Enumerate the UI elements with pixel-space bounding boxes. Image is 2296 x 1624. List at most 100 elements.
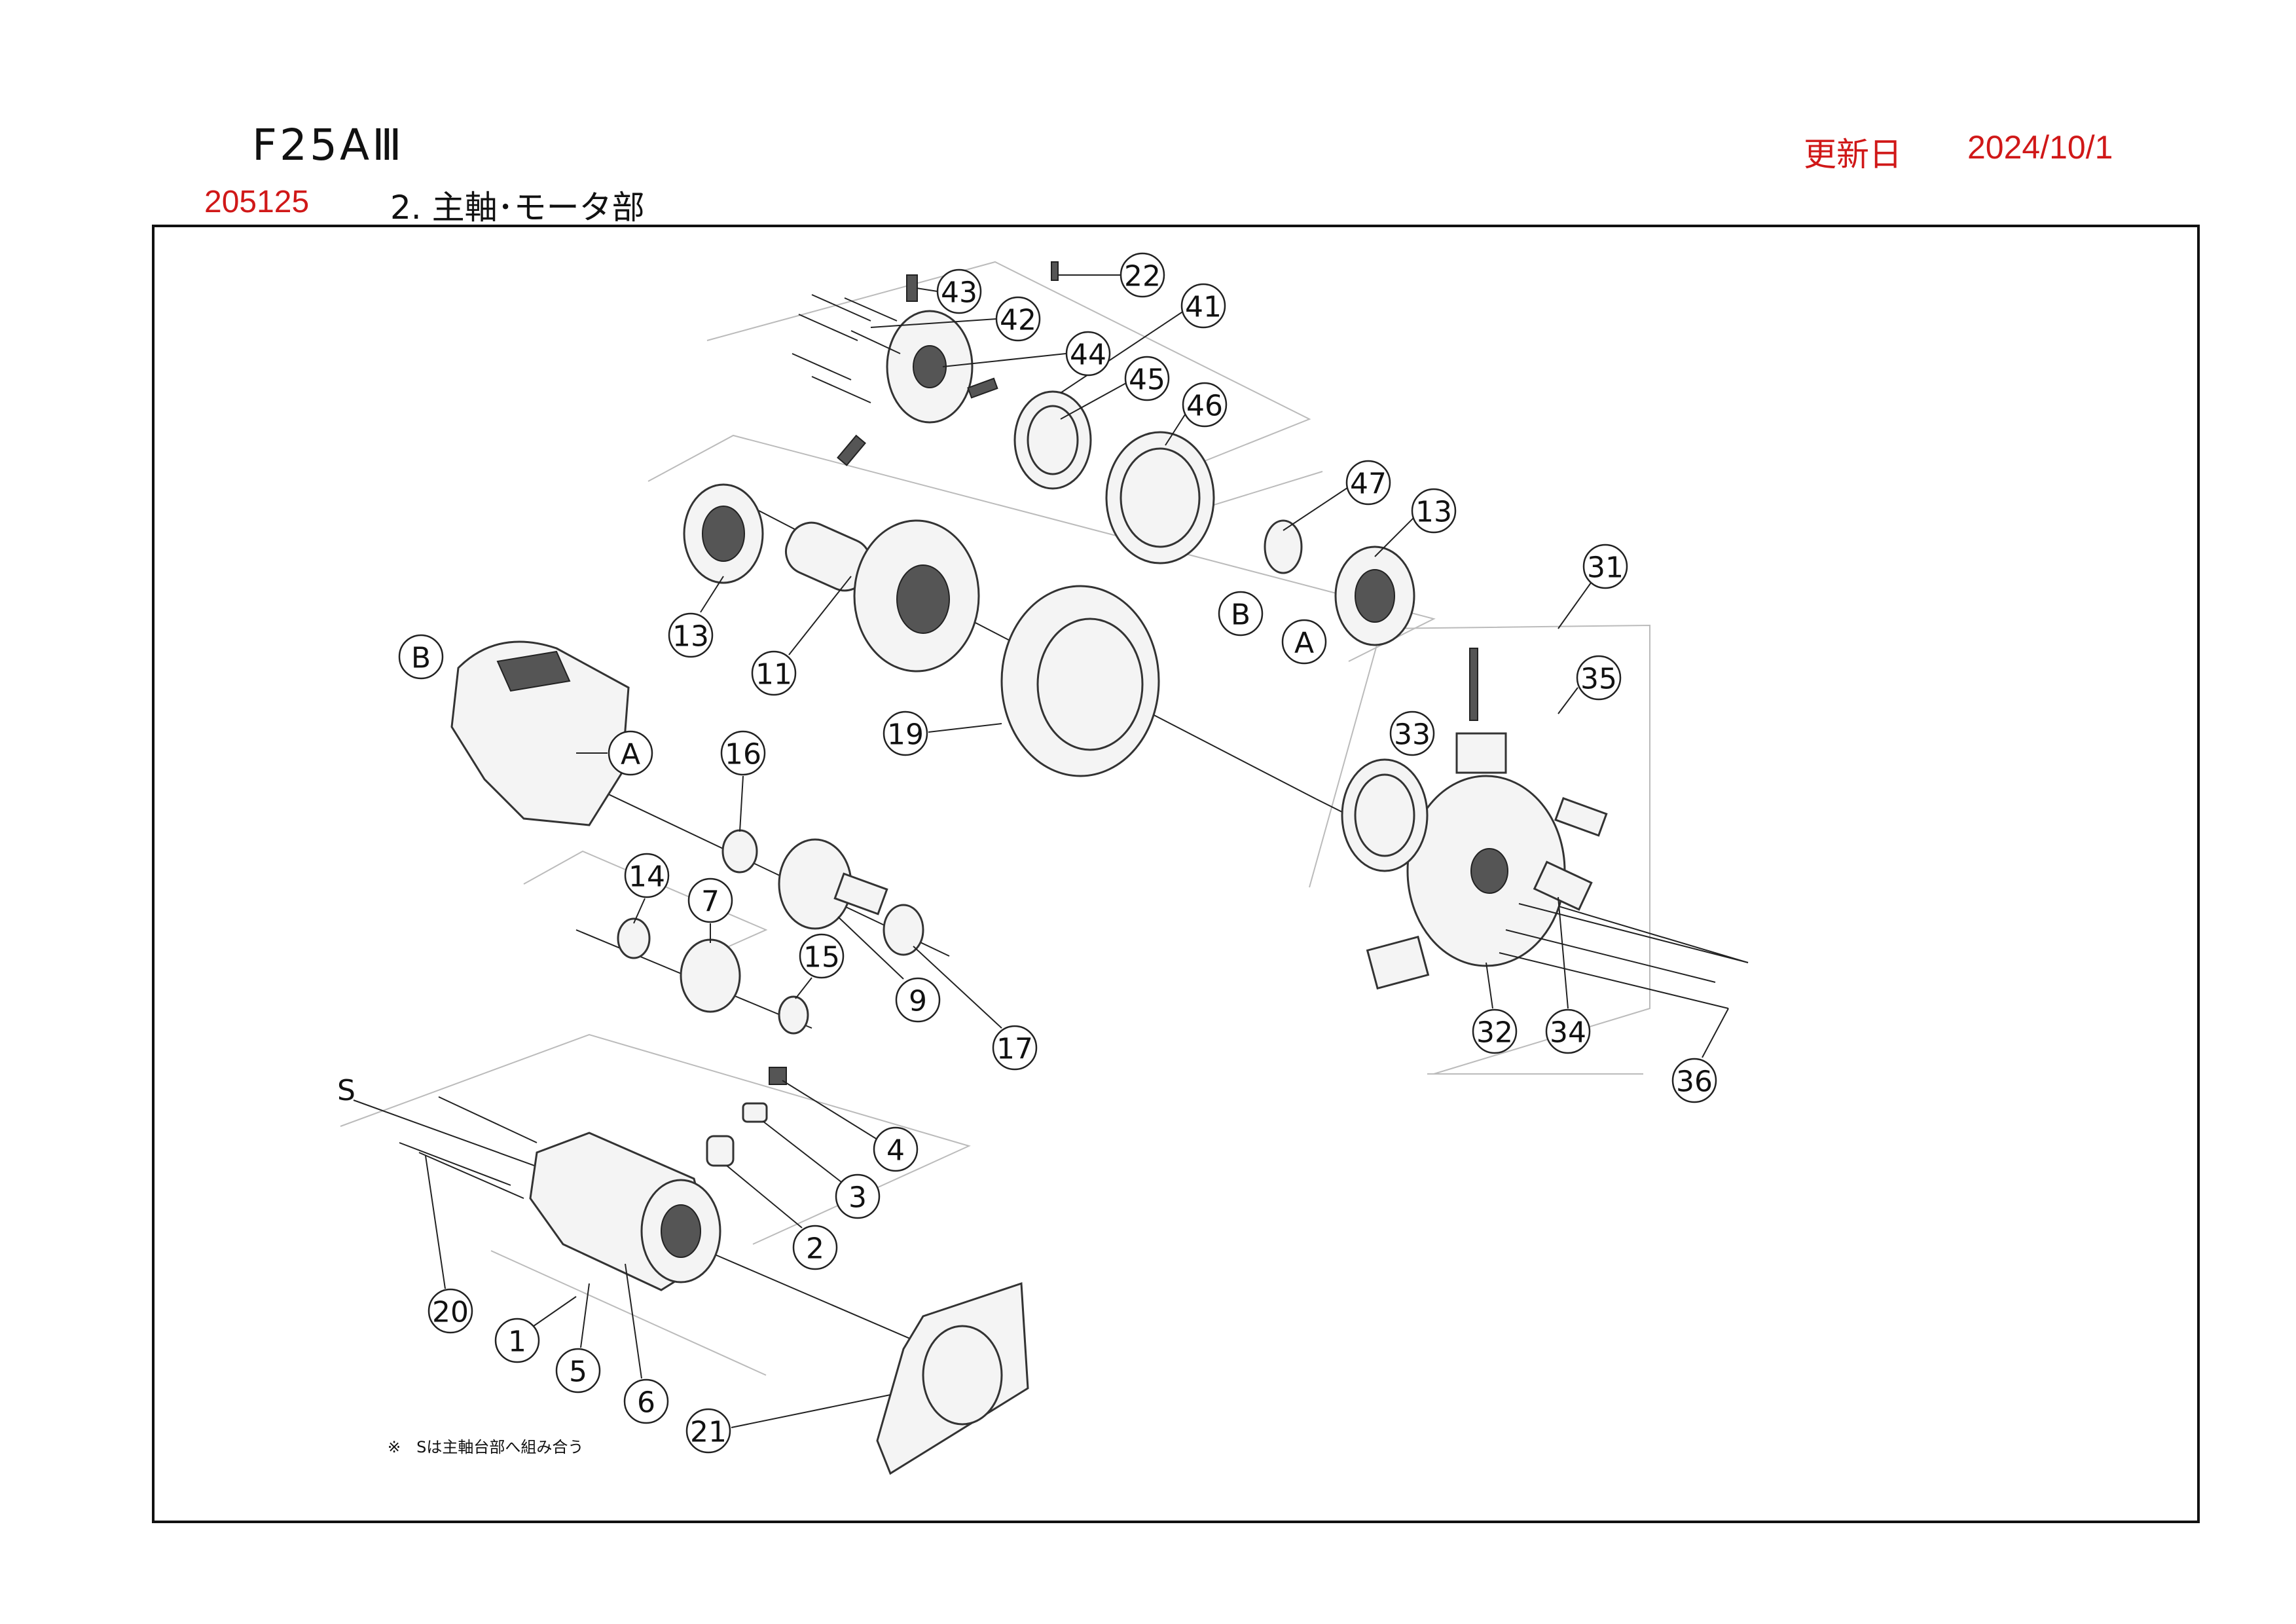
update-date: 2024/10/1: [1967, 129, 2113, 166]
callout-label: 44: [1070, 339, 1106, 372]
gear-housing-part: [450, 640, 630, 826]
front-cover-hole: [913, 345, 947, 388]
callout-9: 9: [895, 977, 941, 1023]
gear-ring-inner-46: [1120, 447, 1201, 548]
callout-circle: [428, 1288, 473, 1334]
callout-3: 3: [835, 1173, 881, 1219]
bearing-part-15: [778, 995, 809, 1035]
callout-label: 31: [1587, 551, 1624, 585]
callout-circle: [1218, 591, 1264, 637]
callout-label: 4: [886, 1134, 905, 1168]
callout-circle: [799, 933, 845, 979]
callout-35: 35: [1576, 655, 1622, 701]
callout-circle: [624, 853, 670, 898]
gear-part-7: [680, 938, 741, 1013]
callout-label: B: [1231, 599, 1250, 632]
snap-ring-part-47: [1264, 519, 1303, 574]
callout-label: 13: [1415, 496, 1452, 529]
callout-label: 46: [1186, 390, 1223, 423]
callout-17: 17: [992, 1025, 1038, 1071]
callout-13: 13: [668, 612, 714, 658]
callout-19: 19: [883, 710, 928, 756]
callout-label: 32: [1476, 1016, 1513, 1050]
ring-inner-33: [1354, 773, 1415, 857]
callout-circle: [751, 650, 797, 696]
bolts-36: [1499, 903, 1749, 1009]
model-name: F25AⅢ: [252, 120, 405, 170]
callout-label: 20: [432, 1296, 469, 1329]
callout-label: 16: [725, 738, 761, 771]
callout-11: 11: [751, 650, 797, 696]
ring-inner-45: [1027, 405, 1079, 475]
callout-circle: [668, 612, 714, 658]
callout-label: 35: [1580, 663, 1617, 696]
callout-32: 32: [1472, 1008, 1518, 1054]
callout-2: 2: [792, 1225, 838, 1270]
callout-label: 47: [1350, 468, 1387, 501]
callout-B: B: [1218, 591, 1264, 637]
callout-circle: [1281, 619, 1327, 665]
callout-circle: [1671, 1058, 1717, 1103]
callout-circle: [1576, 655, 1622, 701]
jaw-part-bottom: [1366, 935, 1430, 990]
callout-circle: [883, 710, 928, 756]
callout-circle: [494, 1318, 540, 1363]
callout-31: 31: [1582, 544, 1628, 589]
callout-circle: [685, 1408, 731, 1454]
callout-43: 43: [936, 268, 982, 314]
callout-label: A: [621, 738, 640, 771]
jaw-part-34: [1533, 860, 1593, 911]
callout-4: 4: [873, 1126, 919, 1172]
section-code: 205125: [204, 185, 310, 219]
callout-label: 33: [1394, 718, 1430, 752]
callout-label: A: [1294, 627, 1314, 660]
bolts-20: [399, 1096, 538, 1199]
callout-circle: [792, 1225, 838, 1270]
callout-circle: [398, 634, 444, 680]
callout-circle: [936, 268, 982, 314]
callout-circle: [895, 977, 941, 1023]
callout-46: 46: [1182, 382, 1228, 428]
spindle-gear-hole-11: [896, 564, 950, 634]
callout-label: B: [411, 642, 431, 675]
callout-label: 14: [629, 860, 665, 894]
callout-A: A: [608, 730, 653, 776]
callout-circle: [1411, 488, 1457, 534]
callout-circle: [1124, 356, 1170, 401]
assembly-note: ※ Sは主軸台部へ組み合う: [388, 1438, 584, 1456]
pinion-part-2: [706, 1135, 735, 1167]
callout-label: 9: [909, 985, 927, 1018]
callout-circle: [1120, 252, 1165, 298]
diagram-frame: [152, 225, 2200, 1523]
callout-circle: [835, 1173, 881, 1219]
callout-circle: [1582, 544, 1628, 589]
callout-circle: [1472, 1008, 1518, 1054]
callout-circle: [687, 877, 733, 923]
housing-label-plate: [496, 650, 571, 692]
callout-13: 13: [1411, 488, 1457, 534]
callout-1: 1: [494, 1318, 540, 1363]
callout-circle: [992, 1025, 1038, 1071]
callout-circle: [1065, 331, 1111, 377]
leader-lines: [425, 274, 1729, 1428]
callout-circle: [623, 1378, 669, 1424]
callout-circle: [555, 1348, 601, 1393]
motor-end-grille: [661, 1204, 701, 1258]
callout-label: 21: [690, 1416, 727, 1449]
callout-label: 43: [941, 276, 977, 310]
callout-label: 41: [1185, 291, 1222, 324]
bracket-hole-21: [922, 1325, 1003, 1426]
callout-44: 44: [1065, 331, 1111, 377]
key-part-43: [906, 274, 918, 302]
screws-42: [792, 294, 901, 403]
callout-33: 33: [1389, 710, 1435, 756]
bearing-part-14: [617, 917, 651, 959]
callout-36: 36: [1671, 1058, 1717, 1103]
callout-45: 45: [1124, 356, 1170, 401]
chuck-center-hole: [1470, 848, 1508, 894]
chuck-drum-inner-19: [1036, 618, 1144, 751]
bearing-part-17: [883, 904, 924, 956]
callout-circle: [1182, 382, 1228, 428]
callout-5: 5: [555, 1348, 601, 1393]
callout-34: 34: [1545, 1008, 1591, 1054]
